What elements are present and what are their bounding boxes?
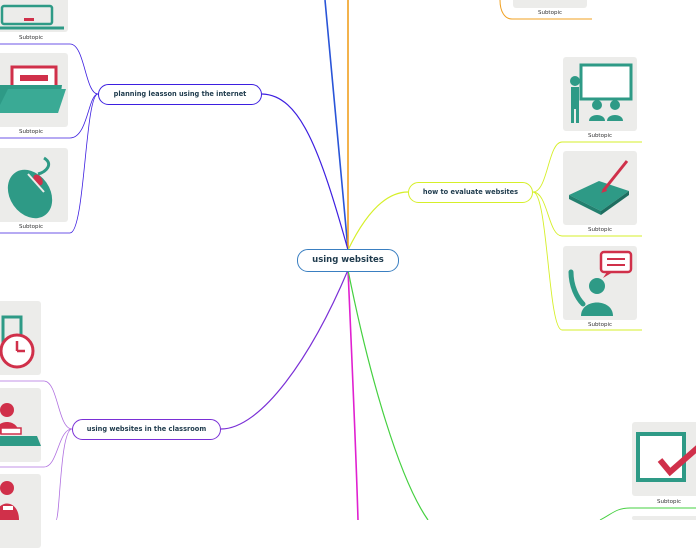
connector-planning	[261, 93, 349, 251]
mouse-icon	[7, 156, 53, 219]
subtopic-image-student-desk[interactable]	[0, 388, 41, 462]
raised-hand-speech-icon	[568, 250, 633, 316]
branch-classroom[interactable]: using websites in the classroom	[72, 419, 221, 440]
subtopic-caption: Subtopic	[18, 35, 44, 41]
subtopic-caption: Subtopic	[537, 10, 563, 16]
clipboard-clock-icon	[0, 315, 35, 369]
person-icon	[0, 481, 19, 520]
laptop-icon	[0, 4, 64, 30]
branch-evaluate-label: how to evaluate websites	[422, 188, 519, 196]
subtopic-image-laptop[interactable]	[0, 0, 68, 32]
presentation-board-icon	[570, 63, 633, 123]
subtopic-caption: Subtopic	[656, 499, 682, 505]
book-pen-icon	[569, 160, 629, 215]
subtopic-image-checkbox[interactable]	[632, 422, 696, 496]
card-icon	[513, 0, 587, 8]
branch-planning-label: planning leasson using the internet	[113, 90, 247, 98]
subtopic-image-mouse[interactable]	[0, 148, 68, 222]
connector-bottom-green	[347, 269, 429, 520]
branch-planning[interactable]: planning leasson using the internet	[98, 84, 262, 105]
subtopic-caption: Subtopic	[587, 133, 613, 139]
central-topic[interactable]: using websites	[297, 249, 399, 272]
branch-evaluate[interactable]: how to evaluate websites	[408, 182, 533, 203]
subtopic-caption: Subtopic	[587, 227, 613, 233]
mind-map-connectors	[0, 0, 696, 520]
subtopic-image-person[interactable]	[0, 474, 41, 548]
connector-bottom-magenta	[347, 269, 359, 520]
subtopic-image-top[interactable]	[513, 0, 587, 8]
student-desk-icon	[0, 403, 41, 446]
central-topic-label: using websites	[312, 255, 384, 265]
subtopic-image-clipboard[interactable]	[0, 301, 41, 375]
branch-classroom-label: using websites in the classroom	[86, 425, 207, 433]
subtopic-caption: Subtopic	[587, 322, 613, 328]
subtopic-image-speech[interactable]	[563, 246, 637, 320]
checkbox-check-icon	[636, 432, 696, 482]
subtopic-image-presentation[interactable]	[563, 57, 637, 131]
subtopic-image-book[interactable]	[563, 151, 637, 225]
subtopic-image-bottom[interactable]	[632, 516, 696, 520]
folder-icon	[0, 65, 66, 113]
subtopic-caption: Subtopic	[18, 224, 44, 230]
connector-evaluate	[347, 191, 409, 251]
subtopic-image-folder[interactable]	[0, 53, 68, 127]
connector-classroom	[220, 269, 349, 430]
connector-top-blue	[324, 0, 349, 251]
subtopic-caption: Subtopic	[18, 129, 44, 135]
